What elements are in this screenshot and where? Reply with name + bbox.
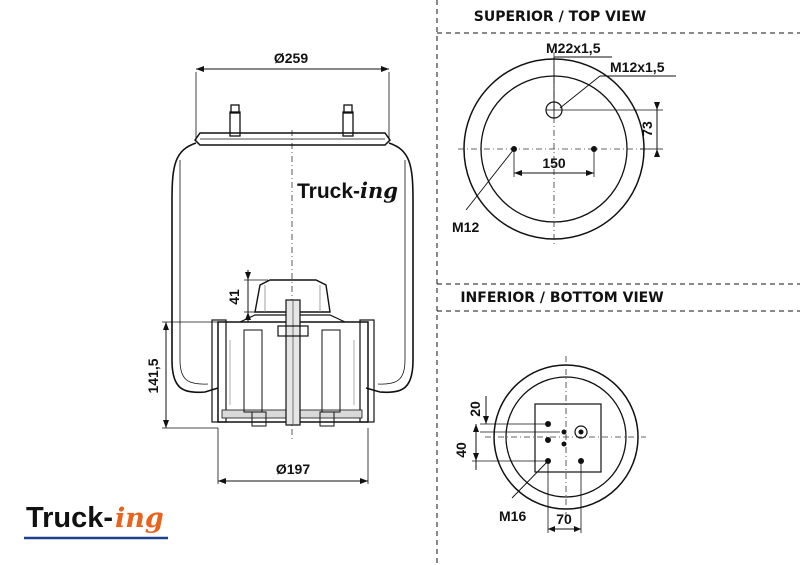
bottom-hole-4 [561, 441, 567, 447]
bottom-bolt-thread-label: M16 [499, 508, 526, 524]
dimension-height: 141,5 [145, 321, 218, 429]
bottom-view-title: INFERIOR / BOTTOM VIEW [460, 290, 663, 306]
dim-20-label: 20 [467, 401, 483, 417]
center-port [574, 425, 588, 439]
top-plate [194, 104, 391, 146]
bottom-hole-3 [545, 437, 551, 443]
height-label: 141,5 [145, 358, 161, 393]
dimension-top-diameter: Ø259 [195, 50, 390, 140]
bellows-logo: Truck-ing [297, 178, 398, 203]
bolt-thread-label: M12 [452, 219, 479, 235]
bottom-hole-2 [561, 429, 567, 435]
bolt-hole-right [591, 146, 597, 152]
dim-40-label: 40 [453, 442, 469, 458]
top-view-title: SUPERIOR / TOP VIEW [474, 9, 646, 25]
bottom-inner-circle [505, 376, 627, 498]
svg-text:Truck-ing: Truck-ing [297, 178, 398, 203]
bottom-view: 20 40 M16 70 [453, 356, 646, 533]
offset-label: 73 [639, 121, 655, 137]
mounting-plate [534, 403, 602, 473]
side-view: Ø259 Ø197 141,5 41 [145, 50, 414, 484]
piston [211, 279, 375, 427]
top-view: M22x1,5 M12x1,5 73 150 M12 [452, 40, 676, 245]
dimension-bottom-diameter: Ø197 [217, 428, 369, 484]
top-diameter-label: Ø259 [274, 50, 308, 66]
bottom-hole-1 [545, 421, 551, 427]
air-connection-label: M22x1,5 [546, 40, 601, 56]
stud-left [229, 111, 241, 137]
stud-right [342, 111, 354, 137]
bolt-spacing-label: 150 [542, 155, 566, 171]
dimension-piston-step: 41 [226, 270, 268, 322]
panel-separators [436, 0, 800, 565]
dim-70-label: 70 [556, 511, 572, 527]
bellows [171, 142, 414, 394]
bottom-diameter-label: Ø197 [276, 461, 310, 477]
logo-suffix: ing [115, 503, 164, 534]
brand-logo: Truck- ing [24, 502, 168, 540]
bottom-hole-6 [578, 458, 584, 464]
center-thread-label: M12x1,5 [610, 59, 665, 75]
logo-main: Truck- [26, 502, 113, 534]
piston-step-label: 41 [226, 289, 242, 305]
